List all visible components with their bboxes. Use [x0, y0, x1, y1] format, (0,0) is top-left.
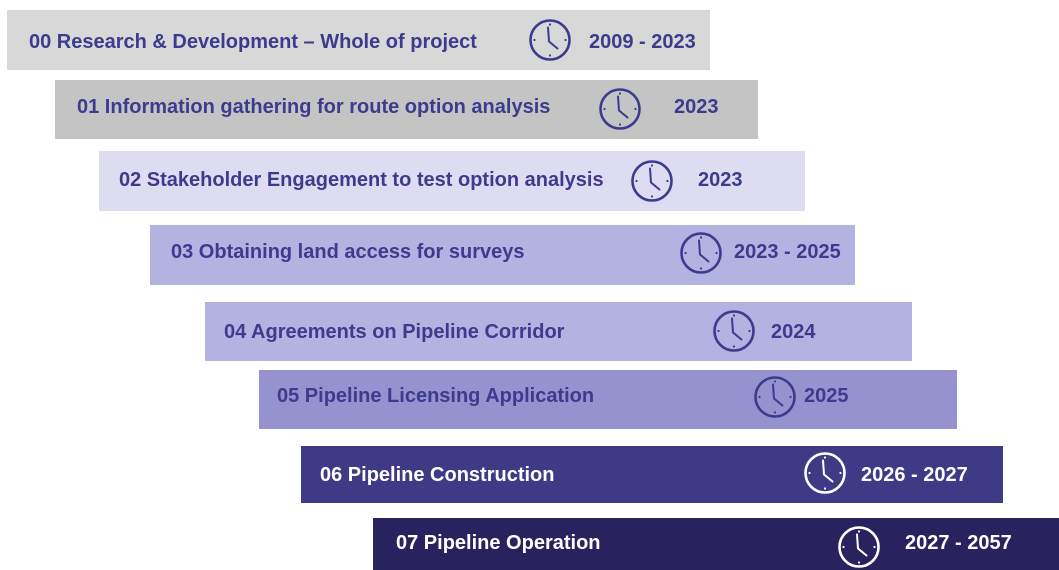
stage-bar-06-pipeline-construction: 06 Pipeline Construction 2026 - 2027 [301, 446, 1003, 503]
stage-label: 02 Stakeholder Engagement to test option… [119, 169, 604, 191]
stage-bar-04-pipeline-corridor: 04 Agreements on Pipeline Corridor 2024 [205, 302, 912, 361]
stage-years: 2027 - 2057 [905, 532, 1012, 554]
stage-years: 2009 - 2023 [589, 31, 696, 53]
clock-icon [803, 451, 847, 495]
clock-icon [837, 525, 881, 569]
stage-label: 00 Research & Development – Whole of pro… [29, 31, 477, 53]
clock-icon [528, 18, 572, 62]
stage-years: 2023 [674, 96, 719, 118]
stage-years: 2025 [804, 385, 849, 407]
stage-bar-07-pipeline-operation: 07 Pipeline Operation 2027 - 2057 [373, 518, 1059, 570]
clock-icon [712, 309, 756, 353]
stage-bar-03-land-access: 03 Obtaining land access for surveys 202… [150, 225, 855, 285]
stage-years: 2024 [771, 321, 816, 343]
stage-years: 2023 - 2025 [734, 241, 841, 263]
stage-bar-02-stakeholder-engagement: 02 Stakeholder Engagement to test option… [99, 151, 805, 211]
clock-icon [630, 159, 674, 203]
stage-label: 01 Information gathering for route optio… [77, 96, 551, 118]
stage-label: 03 Obtaining land access for surveys [171, 241, 525, 263]
stage-years: 2023 [698, 169, 743, 191]
stage-label: 05 Pipeline Licensing Application [277, 385, 595, 407]
stage-bar-05-licensing-application: 05 Pipeline Licensing Application 2025 [259, 370, 957, 429]
stage-bar-01-information-gathering: 01 Information gathering for route optio… [55, 80, 758, 139]
stage-bar-00-research-development: 00 Research & Development – Whole of pro… [7, 10, 710, 70]
stage-label: 07 Pipeline Operation [396, 532, 601, 554]
stage-label: 04 Agreements on Pipeline Corridor [224, 321, 565, 343]
stage-label: 06 Pipeline Construction [320, 464, 555, 486]
stage-years: 2026 - 2027 [861, 464, 968, 486]
clock-icon [753, 375, 797, 419]
clock-icon [598, 87, 642, 131]
clock-icon [679, 231, 723, 275]
